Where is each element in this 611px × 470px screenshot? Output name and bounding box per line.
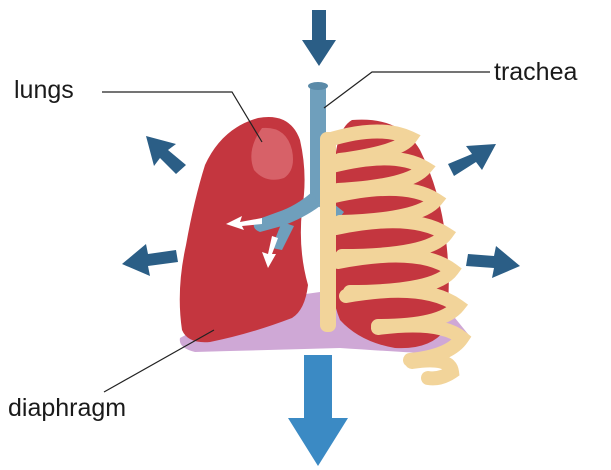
trachea-leader-line <box>324 72 490 108</box>
rib <box>412 360 452 378</box>
lungs-label: lungs <box>14 78 74 103</box>
diaphragm-label: diaphragm <box>8 396 126 421</box>
trachea-label: trachea <box>494 60 577 85</box>
trachea-opening <box>308 82 328 90</box>
arrow-down-large-icon <box>288 355 348 466</box>
arrow-down-icon <box>302 10 336 66</box>
diaphragm-leader-line <box>104 330 214 392</box>
